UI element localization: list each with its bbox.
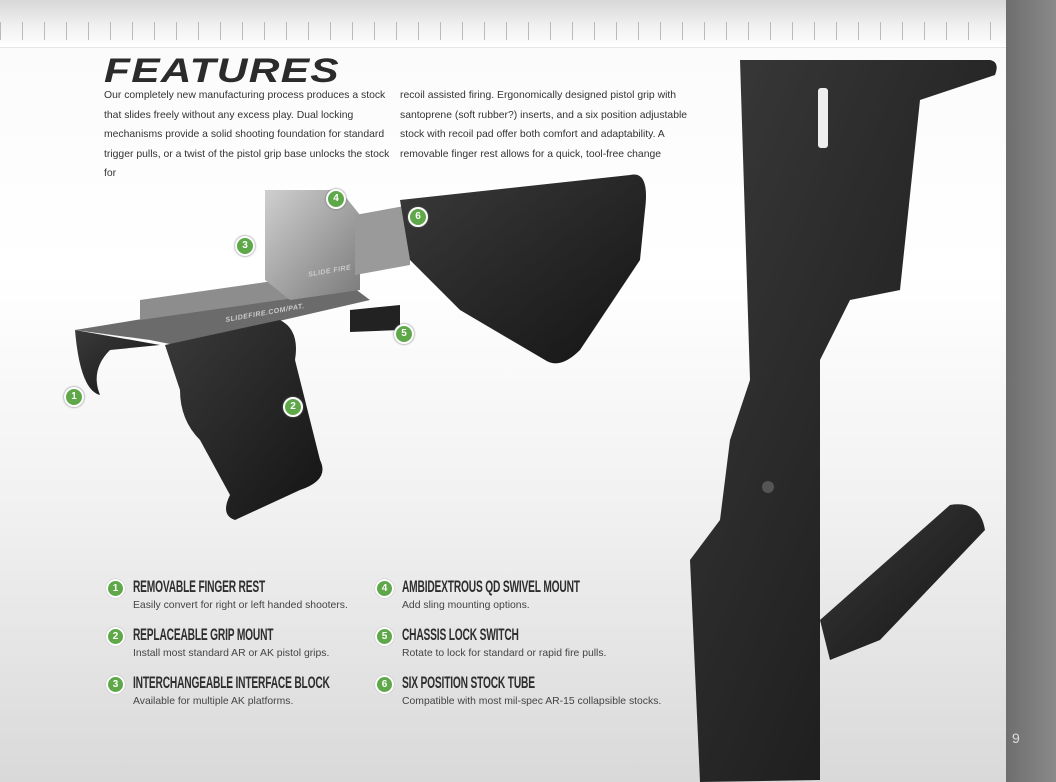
feature-title: REMOVABLE FINGER REST (133, 577, 266, 596)
page-title: FEATURES (104, 52, 340, 90)
feature-description: Compatible with most mil-spec AR-15 coll… (402, 696, 662, 707)
feature-title: CHASSIS LOCK SWITCH (402, 625, 519, 644)
intro-text-right: recoil assisted firing. Ergonomically de… (400, 90, 688, 160)
feature-number-badge: 2 (106, 627, 125, 646)
feature-title: AMBIDEXTROUS QD SWIVEL MOUNT (402, 577, 580, 596)
slide-fire-stock-image (75, 174, 646, 520)
feature-description: Rotate to lock for standard or rapid fir… (402, 648, 607, 659)
feature-description: Available for multiple AK platforms. (133, 696, 294, 707)
feature-number-badge: 4 (375, 579, 394, 598)
feature-description: Add sling mounting options. (402, 600, 530, 611)
page-number: 9 (1012, 730, 1020, 746)
callout-marker-6: 6 (408, 207, 428, 227)
callout-marker-3: 3 (235, 236, 255, 256)
feature-number-badge: 6 (375, 675, 394, 694)
feature-description: Easily convert for right or left handed … (133, 600, 348, 611)
feature-title: REPLACEABLE GRIP MOUNT (133, 625, 274, 644)
page-edge-bar (1006, 0, 1056, 782)
intro-text-left: Our completely new manufacturing process… (104, 90, 390, 180)
feature-number-badge: 5 (375, 627, 394, 646)
feature-number-badge: 1 (106, 579, 125, 598)
callout-marker-2: 2 (283, 397, 303, 417)
callout-marker-4: 4 (326, 189, 346, 209)
callout-marker-1: 1 (64, 387, 84, 407)
rifle-stock-closeup-image (690, 60, 997, 782)
feature-title: SIX POSITION STOCK TUBE (402, 673, 535, 692)
feature-title: INTERCHANGEABLE INTERFACE BLOCK (133, 673, 330, 692)
blueprint-header-band (0, 0, 1006, 48)
feature-number-badge: 3 (106, 675, 125, 694)
callout-marker-5: 5 (394, 324, 414, 344)
feature-description: Install most standard AR or AK pistol gr… (133, 648, 330, 659)
